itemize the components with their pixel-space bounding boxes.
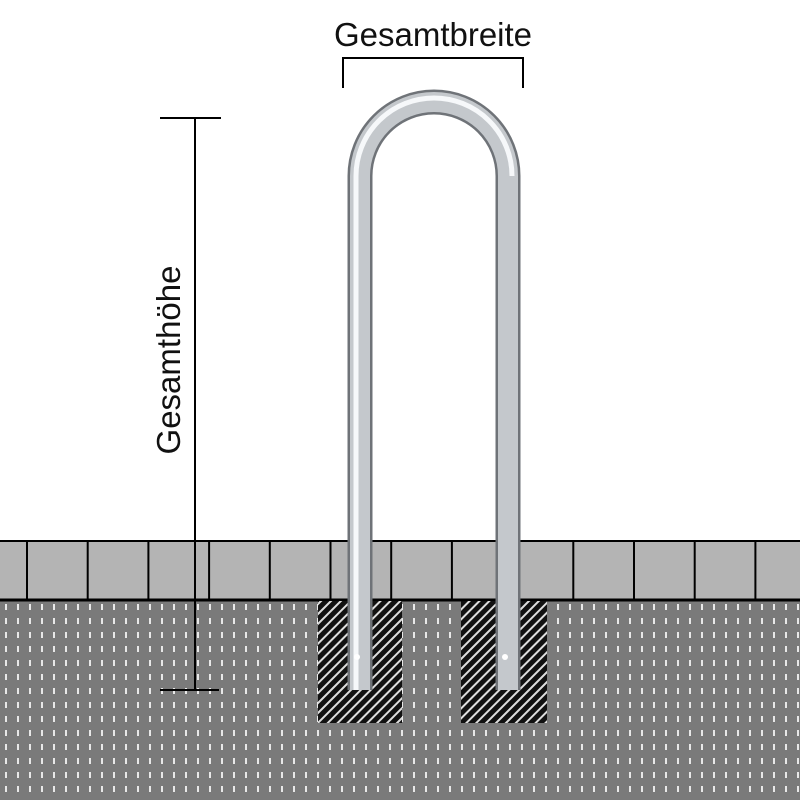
height-label: Gesamthöhe — [150, 266, 187, 455]
height-dimension — [160, 117, 221, 691]
bollard-pipe — [347, 89, 521, 690]
width-dimension — [342, 57, 524, 88]
paving-stones — [0, 540, 800, 602]
width-label: Gesamtbreite — [334, 16, 532, 53]
